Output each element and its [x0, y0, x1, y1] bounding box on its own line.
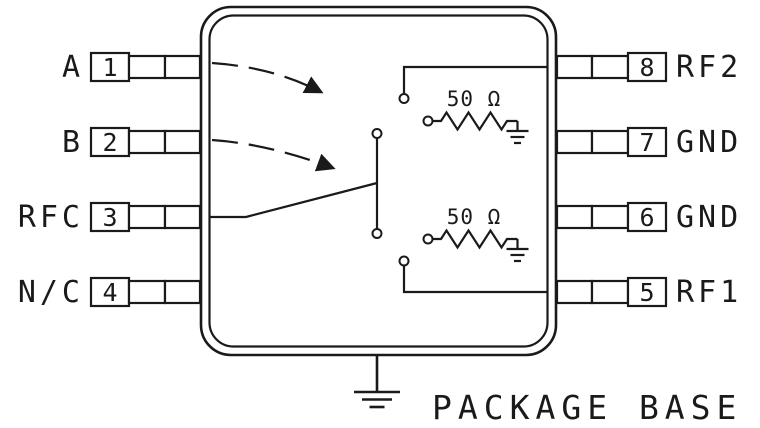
switch-contact [371, 128, 383, 139]
switch-contact [398, 93, 410, 104]
package-outer-border [199, 5, 558, 357]
package-base-label: PACKAGE BASE [432, 388, 742, 427]
pin-number-box [626, 126, 668, 158]
resistor-icon [432, 110, 518, 132]
ground-icon [506, 121, 529, 145]
pin-number-box [89, 201, 131, 233]
pin-number: 1 [102, 53, 117, 82]
package-base-ground [354, 355, 400, 409]
resistor-icon [432, 228, 518, 250]
pin-left-1: A 1 [62, 50, 202, 85]
pin-pad [590, 279, 630, 305]
pin-number: 4 [102, 278, 117, 307]
ground-icon [354, 390, 400, 409]
switch-contact [398, 255, 410, 267]
pin-right-7: 7 GND [555, 125, 742, 160]
pin-label: GND [676, 200, 742, 235]
shunt-resistor-bottom: 50 Ω [422, 205, 529, 263]
pin-label: RFC [18, 200, 84, 235]
pin-label: A [62, 50, 84, 85]
pin-number-box [626, 51, 668, 83]
package-inner-border [208, 14, 549, 348]
pin-pad [555, 279, 594, 305]
pin-right-6: 6 GND [555, 200, 742, 235]
rf2-wire [402, 65, 548, 94]
pin-number: 3 [102, 203, 117, 232]
pin-pad [555, 54, 594, 80]
pin-label: N/C [18, 275, 84, 310]
switch-contact [422, 115, 434, 127]
rf1-wire [402, 265, 548, 294]
pin-pad [590, 204, 630, 230]
pin-pad [163, 204, 202, 230]
resistor-value-label: 50 Ω [447, 87, 502, 111]
pin-pad [163, 279, 202, 305]
pin-pad [555, 204, 594, 230]
pin-pad [127, 54, 167, 80]
pin-pad [127, 129, 167, 155]
pin-pad [555, 129, 594, 155]
pin-number: 5 [639, 278, 654, 307]
switch-contact [371, 228, 383, 239]
pin-number: 7 [639, 128, 654, 157]
control-arrow-a-icon [211, 61, 324, 94]
pin-number-box [626, 276, 668, 308]
pin-pad [590, 54, 630, 80]
resistor-value-label: 50 Ω [447, 205, 502, 229]
shunt-resistor-top: 50 Ω [422, 87, 529, 145]
pin-number-box [89, 126, 131, 158]
switch-contact [422, 233, 434, 245]
pin-pad [163, 54, 202, 80]
pin-label: GND [676, 125, 742, 160]
pin-number: 8 [639, 53, 654, 82]
pin-number: 6 [639, 203, 654, 232]
pin-pad [127, 204, 167, 230]
pin-right-5: 5 RF1 [555, 275, 742, 310]
pin-label: B [62, 125, 84, 160]
pin-left-3: RFC 3 [18, 200, 202, 235]
internal-schematic: 50 Ω 50 Ω [209, 61, 548, 294]
package-outline [199, 5, 558, 357]
pin-left-2: B 2 [62, 125, 202, 160]
pin-pad [590, 129, 630, 155]
pin-left-4: N/C 4 [18, 275, 202, 310]
pin-number-box [626, 201, 668, 233]
pin-right-8: 8 RF2 [555, 50, 742, 85]
pin-number: 2 [102, 128, 117, 157]
control-arrow-b-icon [211, 138, 336, 172]
pin-number-box [89, 51, 131, 83]
pin-pad [163, 129, 202, 155]
ground-icon [506, 239, 529, 263]
pin-label: RF2 [676, 50, 742, 85]
rfc-wire [209, 181, 378, 219]
pin-label: RF1 [676, 275, 742, 310]
pin-pad [127, 279, 167, 305]
